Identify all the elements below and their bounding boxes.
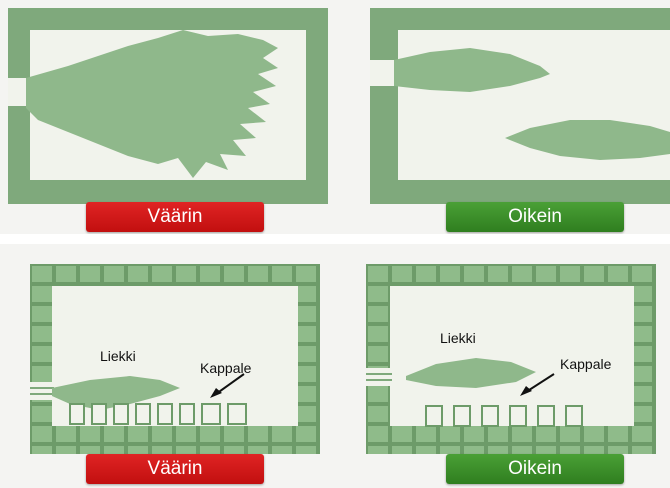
flame-label: Liekki: [440, 330, 476, 346]
brick-furnace-wrong: [30, 264, 320, 454]
wrong-badge: Väärin: [86, 454, 264, 484]
right-badge: Oikein: [446, 454, 624, 484]
panel-top-right: Oikein: [370, 8, 670, 204]
piece-label: Kappale: [200, 360, 251, 376]
brick-furnace-right: [366, 264, 656, 454]
panel-top-left: Väärin: [8, 8, 328, 204]
panel-bottom-right: Liekki Kappale Oikein: [366, 264, 656, 454]
furnace-diagram-wrong-top: [8, 8, 328, 204]
flame-label: Liekki: [100, 348, 136, 364]
divider: [0, 234, 670, 244]
panel-bottom-left: Liekki Kappale Väärin: [30, 264, 320, 454]
furnace-diagram-right-top: [370, 8, 670, 204]
piece-label: Kappale: [560, 356, 611, 372]
right-badge: Oikein: [446, 202, 624, 232]
wrong-badge: Väärin: [86, 202, 264, 232]
